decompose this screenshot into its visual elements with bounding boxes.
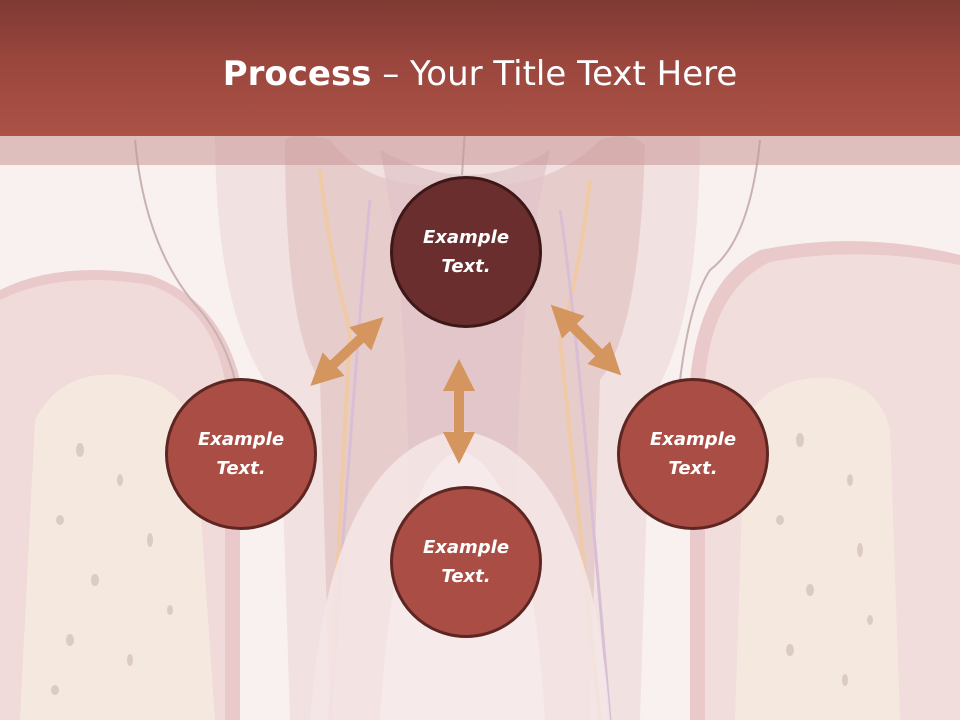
- node-top-line2: Text.: [441, 256, 491, 277]
- title-rest: – Your Title Text Here: [371, 54, 738, 94]
- node-left-line1: Example: [197, 429, 285, 450]
- title-bold: Process: [222, 54, 372, 94]
- node-right-line1: Example: [649, 429, 737, 450]
- header-strip: [0, 136, 960, 165]
- title-bar: [0, 0, 960, 136]
- node-right-line2: Text.: [668, 458, 718, 479]
- node-bottom-line2: Text.: [441, 566, 491, 587]
- node-top-line1: Example: [422, 227, 510, 248]
- node-left-line2: Text.: [216, 458, 266, 479]
- page-title: Process – Your Title Text Here: [0, 52, 960, 96]
- node-bottom-line1: Example: [422, 537, 510, 558]
